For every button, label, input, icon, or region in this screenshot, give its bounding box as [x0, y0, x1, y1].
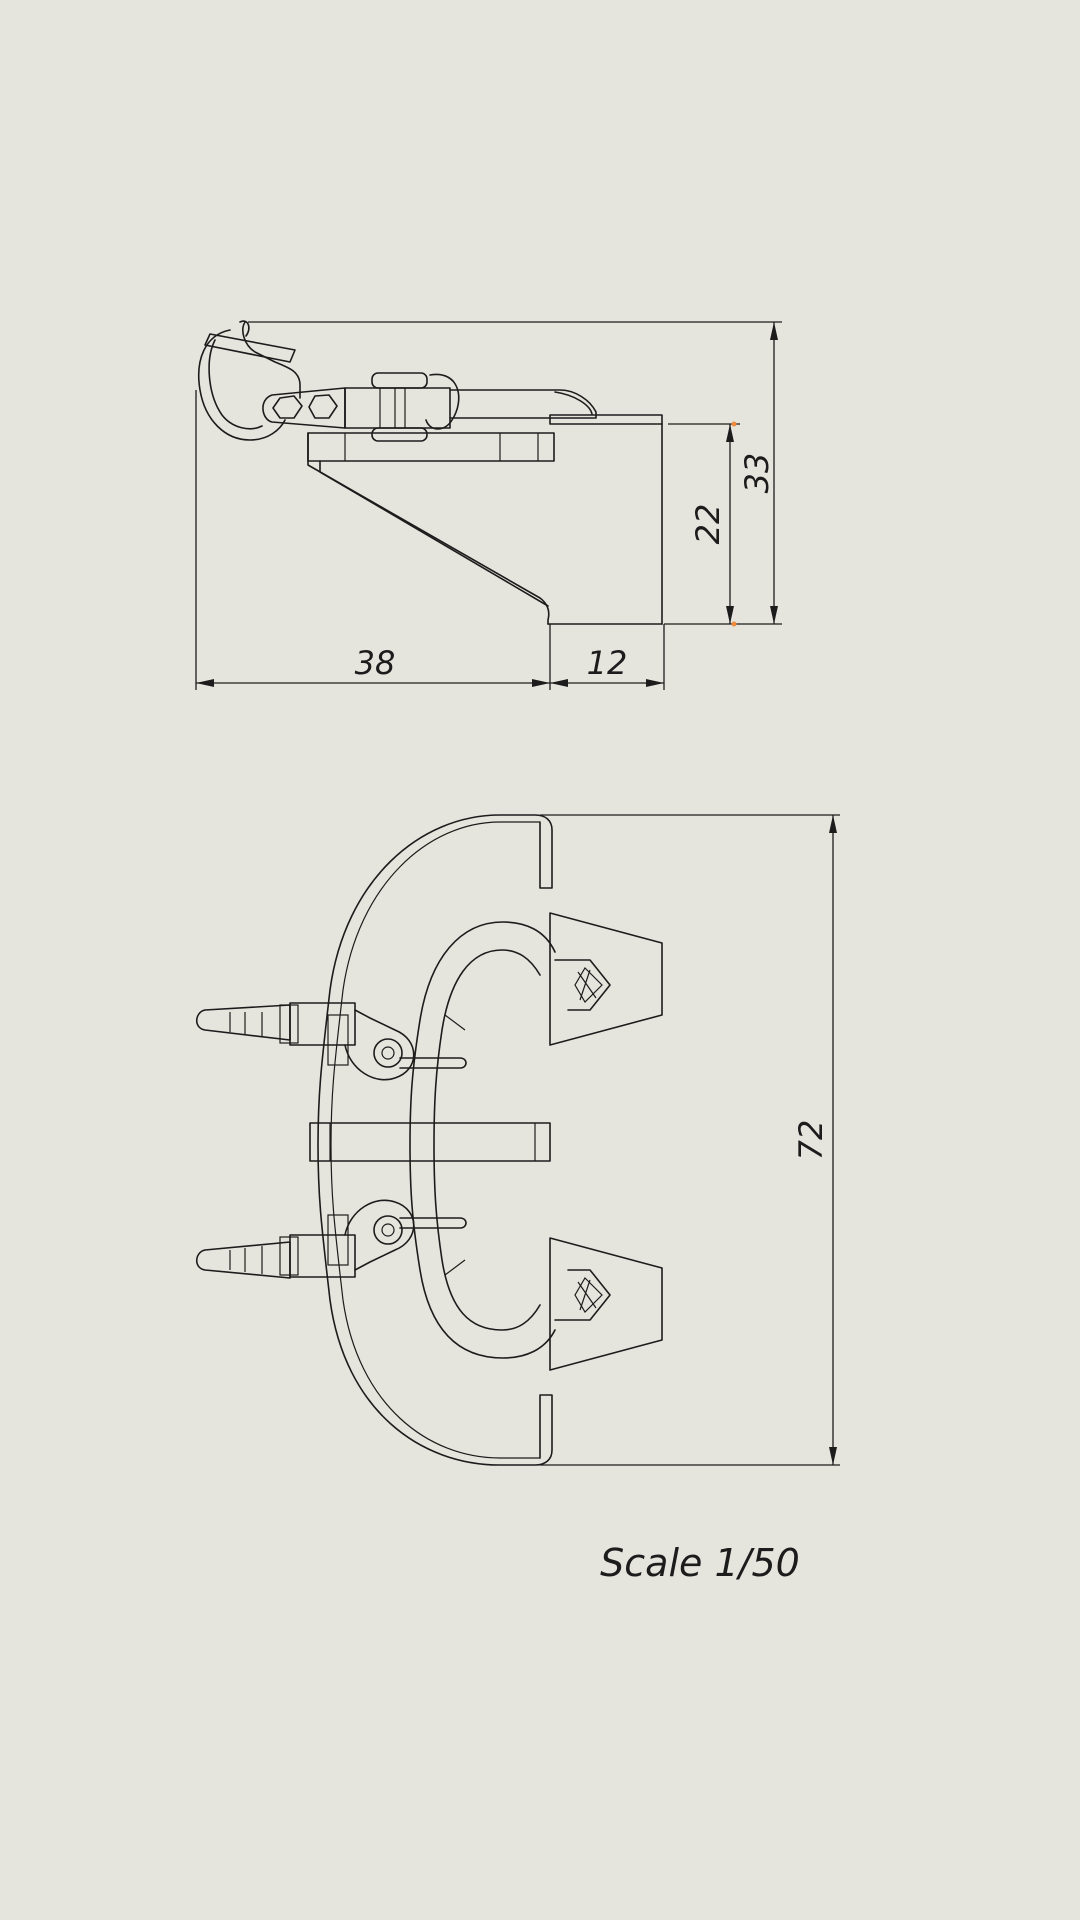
dim-label-22: 22 [689, 504, 727, 545]
side-dimensions: 38 12 22 33 [195, 321, 782, 690]
top-lower-coupler [195, 1199, 467, 1279]
dim-label-12: 12 [587, 644, 628, 682]
top-upper-coupler [195, 1002, 467, 1081]
top-buffer-beam [317, 814, 840, 1466]
side-hook [198, 320, 301, 441]
side-support [307, 423, 663, 625]
top-dimensions: 72 [792, 815, 837, 1465]
top-inner-frame [409, 921, 556, 1359]
dim-marker-top [731, 421, 737, 427]
side-coupler-body [344, 372, 663, 442]
scale-label: Scale 1/50 [600, 1541, 800, 1585]
dim-label-33: 33 [738, 453, 776, 494]
top-view: 72 [195, 814, 840, 1466]
dim-marker-bottom [731, 621, 737, 627]
top-center-bar [309, 1122, 551, 1162]
top-upper-shoe [549, 912, 663, 1046]
side-view: 38 12 22 33 [195, 320, 782, 690]
top-lower-shoe [549, 1237, 663, 1371]
side-link [262, 387, 346, 429]
dim-label-38: 38 [355, 644, 396, 682]
dim-label-72: 72 [792, 1120, 830, 1161]
